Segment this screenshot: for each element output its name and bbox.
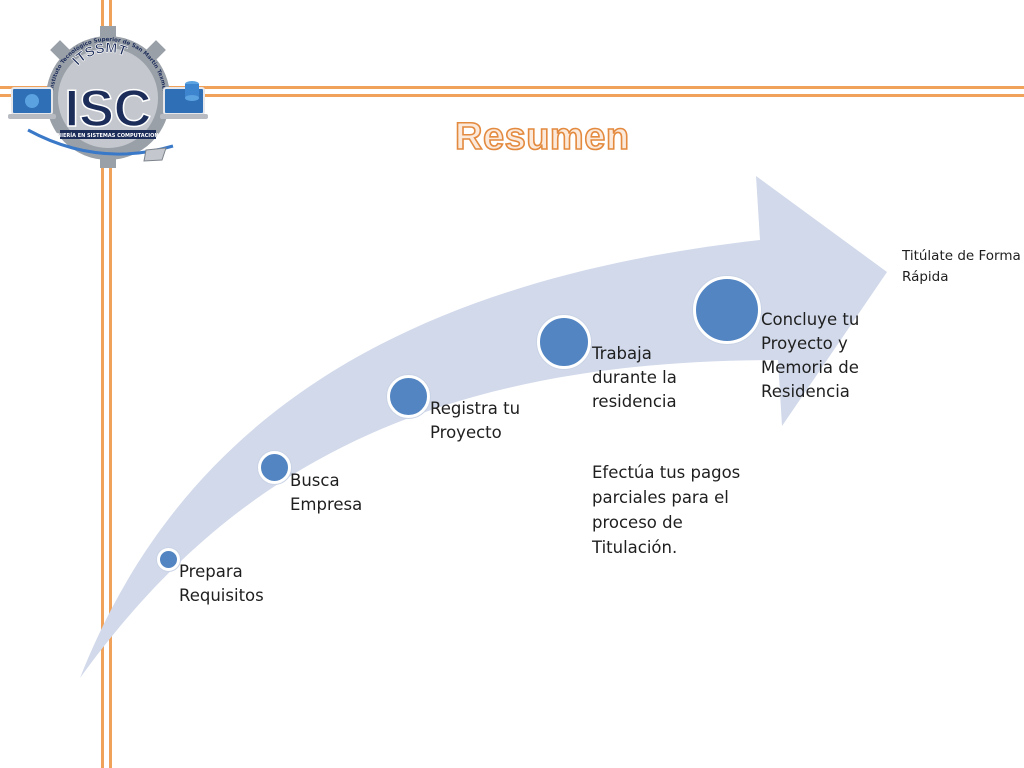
gear-icon <box>36 26 180 168</box>
step-label-5-line-2: Proyecto y <box>761 334 848 353</box>
isc-logo: Instituto Tecnológico Superior de San Ma… <box>8 18 208 168</box>
step-dot-1 <box>157 548 180 571</box>
payments-note: Efectúa tus pagos parciales para el proc… <box>592 463 741 557</box>
logo-main-text: ISC <box>65 80 152 138</box>
step-dot-4 <box>537 315 591 369</box>
step-label-5-line-3: Memoria de <box>761 358 859 377</box>
step-label-4-line-1: Trabaja <box>592 344 652 363</box>
frame-line-top-2 <box>0 94 1024 97</box>
step-label-5-line-1: Concluye tu <box>761 310 860 329</box>
arrow-body <box>80 176 887 678</box>
step-label-4-line-3: residencia <box>592 392 677 411</box>
frame-line-top-1 <box>0 86 1024 89</box>
step-label-1-line-2: Requisitos <box>179 586 264 605</box>
step-label-5-line-4: Residencia <box>761 382 850 401</box>
step-label-3-line-2: Proyecto <box>430 423 502 442</box>
step-label-3-line-1: Registra tu <box>430 399 521 418</box>
laptop-database-icon <box>160 81 208 119</box>
frame-line-left-1 <box>101 0 104 768</box>
step-dot-3 <box>387 375 430 418</box>
step-label-4-line-2: durante la <box>592 368 677 387</box>
logo-banner-text: INGENIERÍA EN SISTEMAS COMPUTACIONALES <box>43 131 173 139</box>
step-dot-5 <box>693 276 761 344</box>
step-label-5: Concluye tu Proyecto y Memoria de Reside… <box>761 308 859 404</box>
step-label-2: Busca Empresa <box>290 469 362 517</box>
laptop-icon <box>8 87 56 119</box>
frame-line-left-2 <box>109 0 112 768</box>
step-label-2-line-1: Busca <box>290 471 340 490</box>
step-label-4: Trabaja durante la residencia <box>592 342 677 414</box>
step-label-2-line-2: Empresa <box>290 495 363 514</box>
step-label-3: Registra tu Proyecto <box>430 397 520 445</box>
step-label-1: Prepara Requisitos <box>179 560 264 608</box>
step-dot-2 <box>258 451 291 484</box>
slide-title: Resumen <box>454 115 630 159</box>
corner-note: Titúlate de Forma Rápida <box>902 248 1021 285</box>
step-label-1-line-1: Prepara <box>179 562 243 581</box>
